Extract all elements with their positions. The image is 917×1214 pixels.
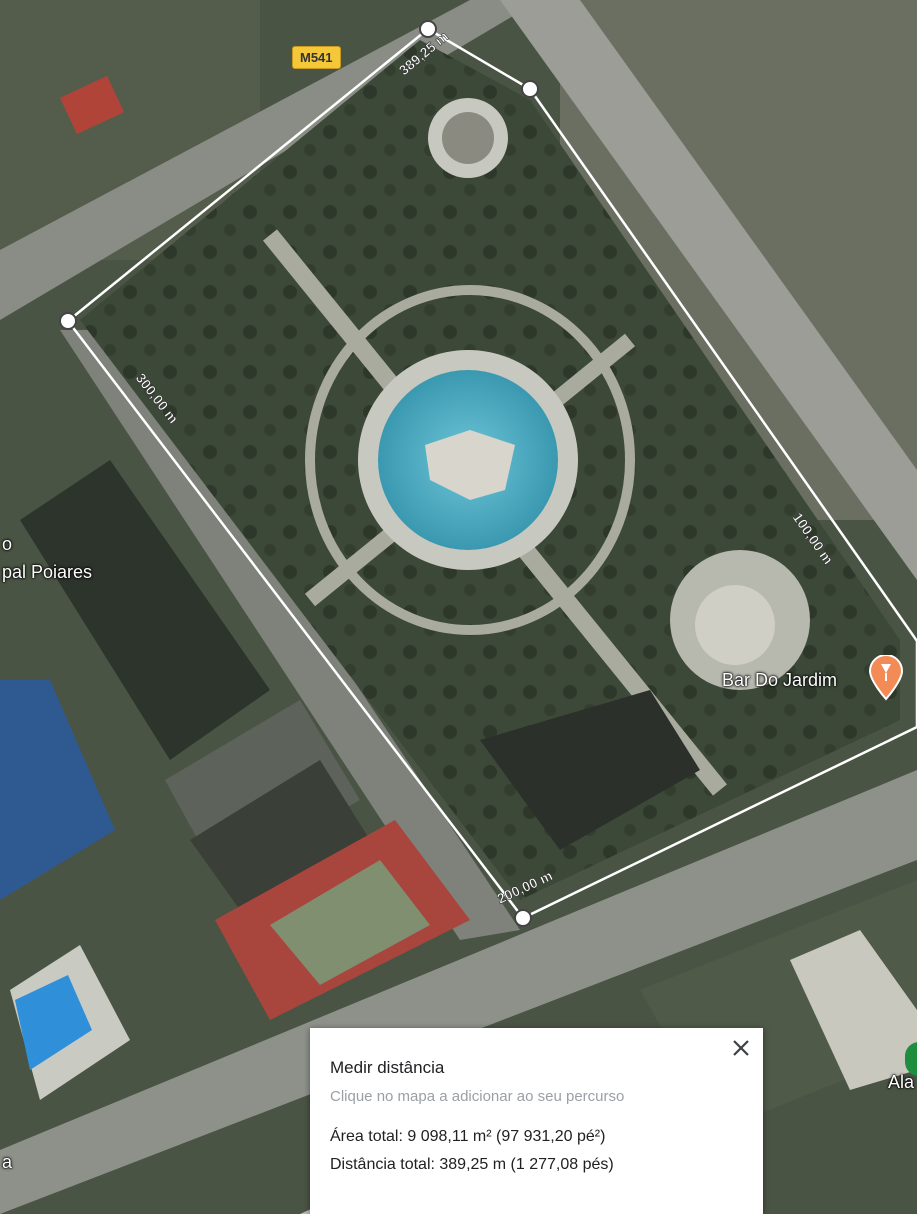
total-distance: Distância total: 389,25 m (1 277,08 pés): [330, 1156, 614, 1173]
place-label: pal Poiares: [2, 562, 93, 582]
tennis-court-inner: [270, 860, 430, 985]
panel-title: Medir distância: [330, 1058, 445, 1077]
close-icon[interactable]: [729, 1036, 753, 1060]
road-shield-m541: M541: [292, 46, 341, 69]
path-ring-outer: [305, 285, 635, 635]
place-label: o: [2, 534, 13, 554]
sports-hall-dark: [190, 760, 370, 910]
road-right: [500, 0, 917, 580]
swimming-pool: [15, 975, 92, 1070]
measure-vertex-2[interactable]: [419, 20, 437, 38]
place-label: Ala: [888, 1072, 915, 1092]
restaurant-pin-icon[interactable]: [866, 655, 906, 701]
total-area: Área total: 9 098,11 m² (97 931,20 pé²): [330, 1128, 606, 1145]
measure-vertex-3[interactable]: [521, 80, 539, 98]
poi-label-bar-do-jardim[interactable]: Bar Do Jardim: [722, 670, 838, 690]
panel-hint: Clique no mapa a adicionar ao seu percur…: [330, 1088, 625, 1105]
roof-red: [59, 75, 125, 135]
map-pin-icon[interactable]: [905, 1042, 917, 1076]
small-fountain-inner: [442, 112, 494, 164]
fountain-sculpture: [425, 430, 515, 500]
blue-court: [0, 680, 115, 900]
right-bottom-plaza: [790, 930, 917, 1090]
road-left-diagonal: [60, 330, 520, 940]
dark-lawn: [480, 690, 700, 850]
measure-distance-panel: Medir distância Clique no mapa a adicion…: [310, 1028, 763, 1214]
road-bottom: [0, 770, 917, 1214]
amphitheatre-inner: [695, 585, 775, 665]
measure-vertex-1[interactable]: [59, 312, 77, 330]
place-label: a: [2, 1152, 13, 1172]
measure-vertex-4[interactable]: [514, 909, 532, 927]
left-field: [20, 460, 270, 760]
